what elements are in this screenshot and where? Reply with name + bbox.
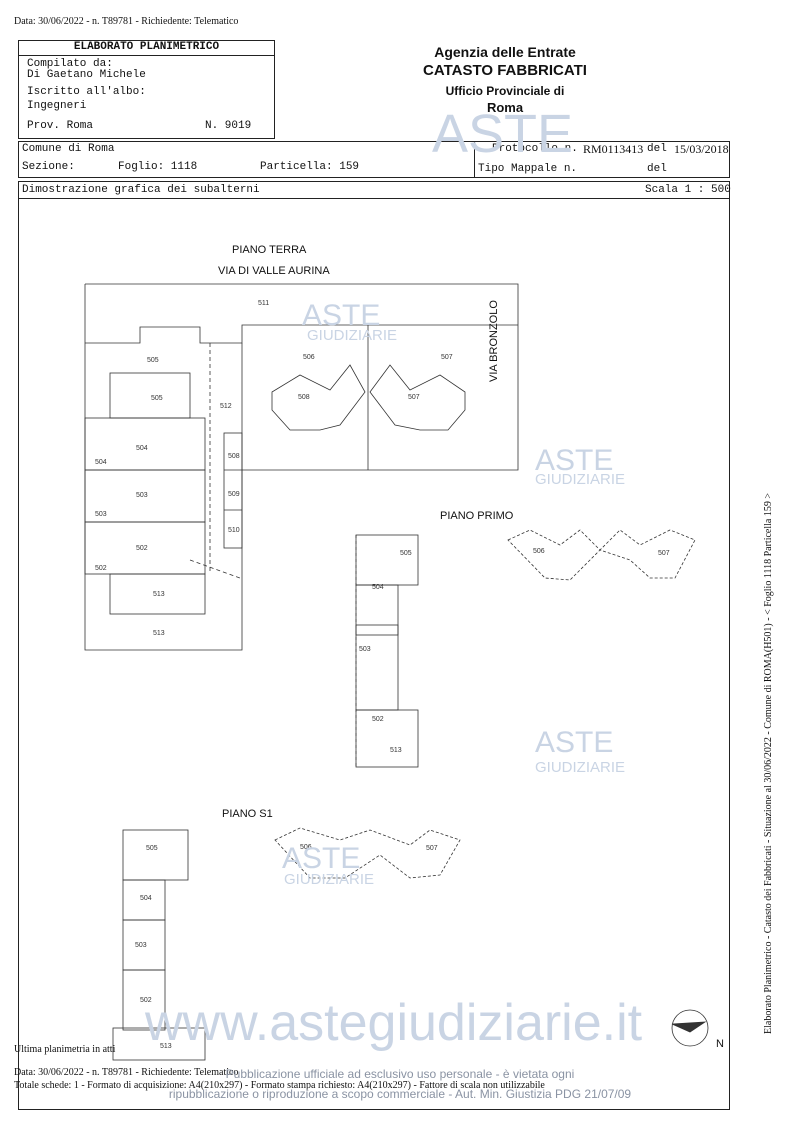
header-left-box [18, 40, 275, 139]
drawing-header-line [18, 198, 730, 199]
svg-text:512: 512 [220, 403, 232, 410]
dimostrazione-label: Dimostrazione grafica dei subalterni [22, 184, 260, 196]
svg-text:507: 507 [408, 394, 420, 401]
svg-text:502: 502 [136, 545, 148, 552]
protocollo-del: del [647, 143, 667, 155]
iscritto-label: Iscritto all'albo: [27, 86, 146, 98]
north-arrow-label: N [716, 1038, 724, 1050]
tipo-mappale-label: Tipo Mappale n. [478, 163, 578, 175]
info-divider [474, 141, 475, 178]
prov: Prov. Roma [27, 120, 94, 132]
svg-text:510: 510 [228, 527, 240, 534]
svg-text:513: 513 [153, 591, 165, 598]
svg-text:502: 502 [372, 716, 384, 723]
svg-text:ASTE: ASTE [302, 299, 380, 332]
agency-name: Agenzia delle Entrate [434, 44, 576, 60]
svg-text:506: 506 [303, 354, 315, 361]
svg-text:503: 503 [95, 511, 107, 518]
svg-text:ASTE: ASTE [282, 842, 360, 875]
foglio: Foglio: 1118 [118, 161, 198, 173]
svg-text:GIUDIZIARIE: GIUDIZIARIE [535, 759, 625, 776]
ultima-planimetria: Ultima planimetria in atti [14, 1044, 116, 1055]
drawing-frame [18, 181, 730, 1110]
compilato-name: Di Gaetano Michele [27, 69, 146, 81]
protocollo-label: Protocollo n. [492, 143, 578, 155]
particella: Particella: 159 [260, 161, 360, 173]
svg-text:507: 507 [441, 354, 453, 361]
svg-text:506: 506 [300, 844, 312, 851]
piano-s1-label: PIANO S1 [222, 808, 273, 820]
svg-text:506: 506 [533, 548, 545, 555]
info-box [18, 141, 730, 178]
svg-text:504: 504 [95, 459, 107, 466]
svg-text:505: 505 [146, 845, 158, 852]
compilato-label: Compilato da: [27, 58, 113, 70]
svg-text:GIUDIZIARIE: GIUDIZIARIE [284, 871, 374, 888]
watermark-layer: ASTE ASTE ASTE ASTE ASTE GIUDIZIARIE GIU… [144, 104, 643, 1052]
top-date-line: Data: 30/06/2022 - n. T89781 - Richieden… [14, 16, 239, 27]
svg-text:508: 508 [228, 453, 240, 460]
ground-floor-outline [84, 283, 519, 651]
svg-text:504: 504 [140, 895, 152, 902]
svg-text:502: 502 [140, 997, 152, 1004]
watermark-notice-2: ripubblicazione o riproduzione a scopo c… [168, 1087, 632, 1101]
footer-line-1: Data: 30/06/2022 - n. T89781 - Richieden… [14, 1067, 239, 1078]
svg-text:511: 511 [258, 300, 269, 307]
ufficio-city: Roma [486, 100, 524, 115]
svg-text:505: 505 [147, 357, 159, 364]
piano-primo-label: PIANO PRIMO [440, 510, 514, 522]
footer-line-2: Totale schede: 1 - Formato di acquisizio… [14, 1080, 545, 1091]
svg-text:502: 502 [95, 565, 107, 572]
tipo-mappale-del: del [647, 163, 667, 175]
via-valle-aurina-label: VIA DI VALLE AURINA [218, 265, 330, 277]
svg-text:504: 504 [136, 445, 148, 452]
side-info-text: Elaborato Planimetrico - Catasto dei Fab… [763, 493, 774, 1034]
piano-terra-label: PIANO TERRA [232, 244, 307, 256]
svg-text:513: 513 [160, 1043, 172, 1050]
via-bronzolo-label: VIA BRONZOLO [488, 300, 500, 382]
svg-text:504: 504 [372, 584, 384, 591]
comune: Comune di Roma [22, 143, 115, 155]
header-title: ELABORATO PLANIMETRICO [73, 41, 220, 53]
protocollo-value: RM0113413 [583, 142, 644, 156]
svg-text:ASTE: ASTE [432, 104, 573, 164]
svg-text:GIUDIZIARIE: GIUDIZIARIE [307, 327, 397, 344]
svg-text:505: 505 [151, 395, 163, 402]
ground-floor-inner-line [85, 324, 518, 344]
watermark-notice-1: Pubblicazione ufficiale ad esclusivo uso… [225, 1067, 575, 1081]
svg-text:503: 503 [135, 942, 147, 949]
catasto-title: CATASTO FABBRICATI [423, 62, 587, 79]
svg-text:ASTE: ASTE [535, 726, 613, 759]
numero-albo: N. 9019 [205, 120, 252, 132]
scala-label: Scala 1 : 500 [645, 184, 731, 196]
ufficio: Ufficio Provinciale di [445, 84, 565, 98]
iscritto-value: Ingegneri [27, 100, 87, 112]
svg-text:503: 503 [136, 492, 148, 499]
svg-text:www.astegiudiziarie.it: www.astegiudiziarie.it [144, 994, 643, 1052]
svg-text:507: 507 [658, 550, 670, 557]
header-divider [18, 55, 275, 56]
protocollo-date: 15/03/2018 [674, 142, 729, 156]
svg-text:503: 503 [359, 646, 371, 653]
svg-text:509: 509 [228, 491, 240, 498]
svg-text:508: 508 [298, 394, 310, 401]
svg-text:513: 513 [153, 630, 165, 637]
svg-text:GIUDIZIARIE: GIUDIZIARIE [535, 471, 625, 488]
svg-text:ASTE: ASTE [535, 444, 613, 477]
sezione-label: Sezione: [22, 161, 75, 173]
svg-text:513: 513 [390, 747, 402, 754]
svg-text:505: 505 [400, 550, 412, 557]
svg-text:507: 507 [426, 845, 438, 852]
